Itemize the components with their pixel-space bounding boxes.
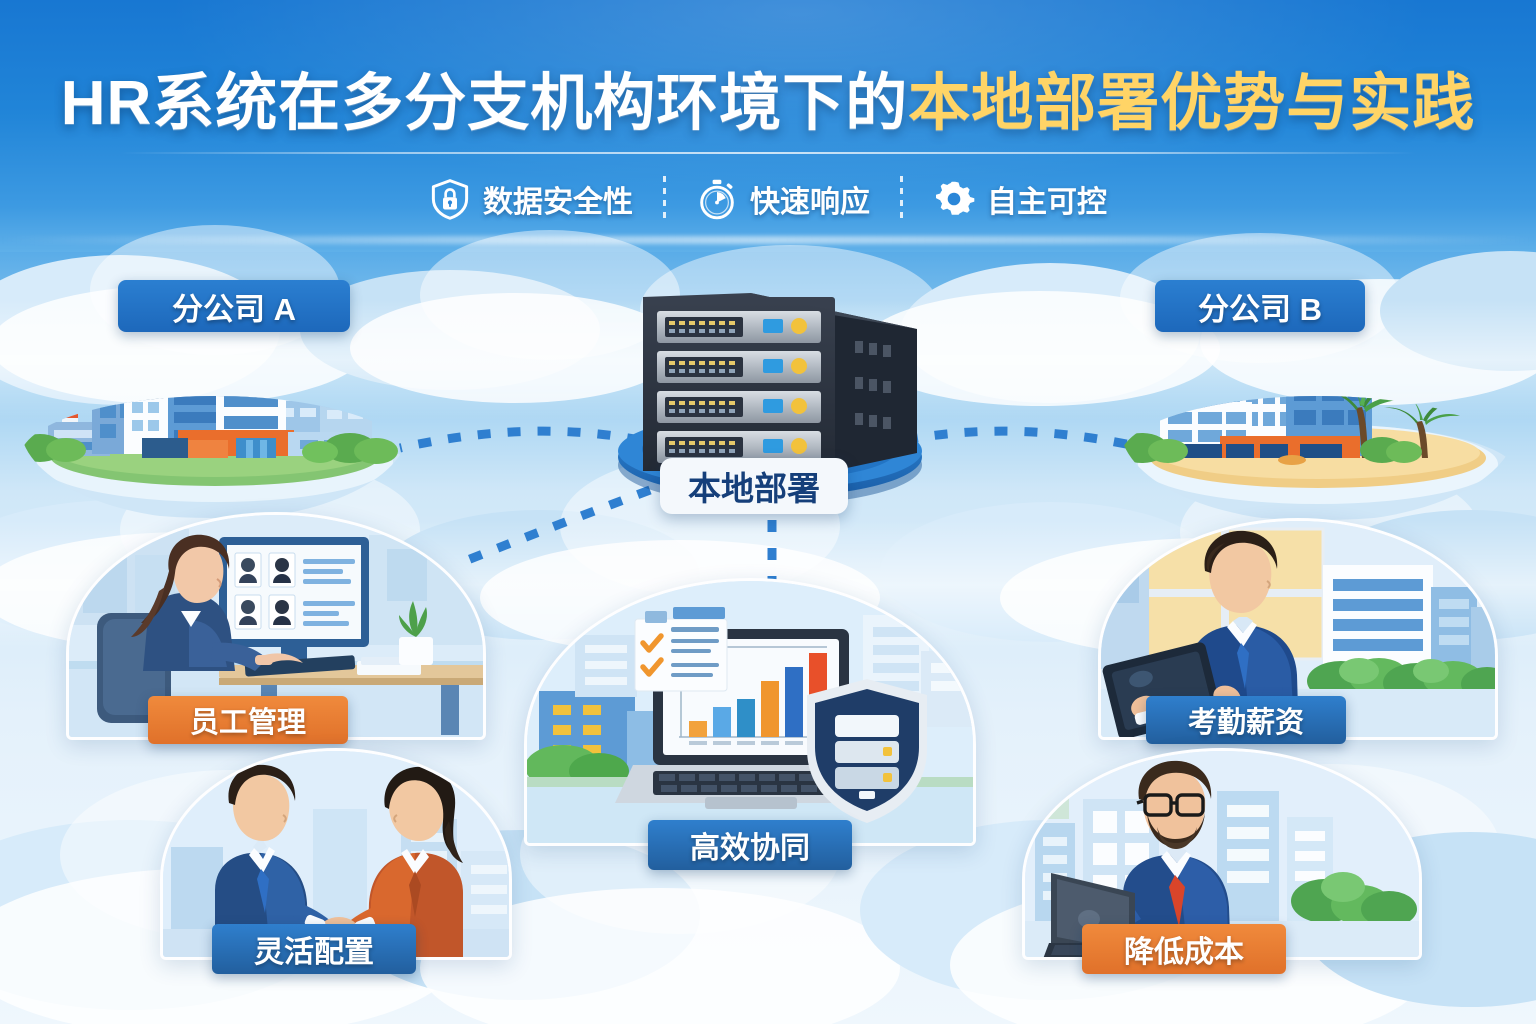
feature-label-chip-employee-management[interactable]: 员工管理: [148, 696, 348, 744]
feature-label-flexible-configuration: 灵活配置: [254, 936, 374, 969]
security-shield-icon: [807, 679, 927, 823]
feature-label-chip-flexible-configuration[interactable]: 灵活配置: [212, 924, 416, 974]
feature-label-chip-efficient-collaboration[interactable]: 高效协同: [648, 820, 852, 870]
employee-record-tiles: [234, 552, 355, 630]
branch-a-label: 分公司 A: [172, 291, 296, 327]
subtitle-separator-2: [900, 176, 903, 222]
shield-lock-icon: [431, 179, 469, 220]
subtitle-divider-rule: [0, 236, 1536, 244]
feature-label-attendance-payroll: 考勤薪资: [1187, 707, 1304, 739]
center-node-label-chip[interactable]: 本地部署: [660, 458, 848, 514]
subtitle-label-autonomous-control: 自主可控: [987, 186, 1107, 219]
flexible-configuration-scene-svg: [163, 751, 509, 957]
sky-gradient: [0, 0, 1536, 252]
feature-label-cost-reduction: 降低成本: [1124, 936, 1244, 969]
checklist-document: [634, 607, 728, 692]
subtitle-item-autonomous-control: 自主可控: [903, 177, 1137, 221]
feature-label-efficient-collaboration: 高效协同: [690, 832, 810, 865]
page-title-accent: 本地部署优势与实践: [908, 69, 1476, 138]
sky-sheen: [0, 0, 1536, 252]
server-unit: [657, 431, 821, 463]
subtitle-item-fast-response: 快速响应: [666, 177, 900, 221]
stopwatch-icon: [700, 179, 734, 220]
branch-a-scene-svg: [20, 396, 410, 518]
feature-label-chip-cost-reduction[interactable]: 降低成本: [1082, 924, 1286, 974]
feature-label-employee-management: 员工管理: [189, 707, 306, 739]
subtitle-separator-1: [663, 176, 666, 222]
subtitle-item-data-security: 数据安全性: [399, 177, 663, 221]
page-title: HR系统在多分支机构环境下的本地部署优势与实践: [0, 52, 1536, 142]
center-node-label: 本地部署: [688, 470, 820, 507]
branch-b-illustration: [1120, 330, 1516, 522]
subtitle-label-data-security: 数据安全性: [483, 186, 633, 219]
title-divider-rule: [120, 152, 1416, 154]
feature-label-chip-attendance-payroll[interactable]: 考勤薪资: [1146, 696, 1346, 744]
subtitle-bar: 数据安全性 快速响应 自主可控: [0, 176, 1536, 222]
branch-b-label: 分公司 B: [1198, 291, 1322, 327]
server-unit: [657, 351, 821, 383]
branch-a-label-chip[interactable]: 分公司 A: [118, 280, 350, 332]
branch-b-label-chip[interactable]: 分公司 B: [1155, 280, 1365, 332]
branch-a-illustration: [20, 330, 410, 520]
page-title-primary: HR系统在多分支机构环境下的: [60, 69, 909, 138]
subtitle-label-fast-response: 快速响应: [750, 186, 870, 219]
branch-b-scene-svg: [1120, 396, 1516, 520]
server-unit: [657, 391, 821, 423]
gear-icon: [936, 181, 975, 215]
server-unit: [657, 311, 821, 343]
